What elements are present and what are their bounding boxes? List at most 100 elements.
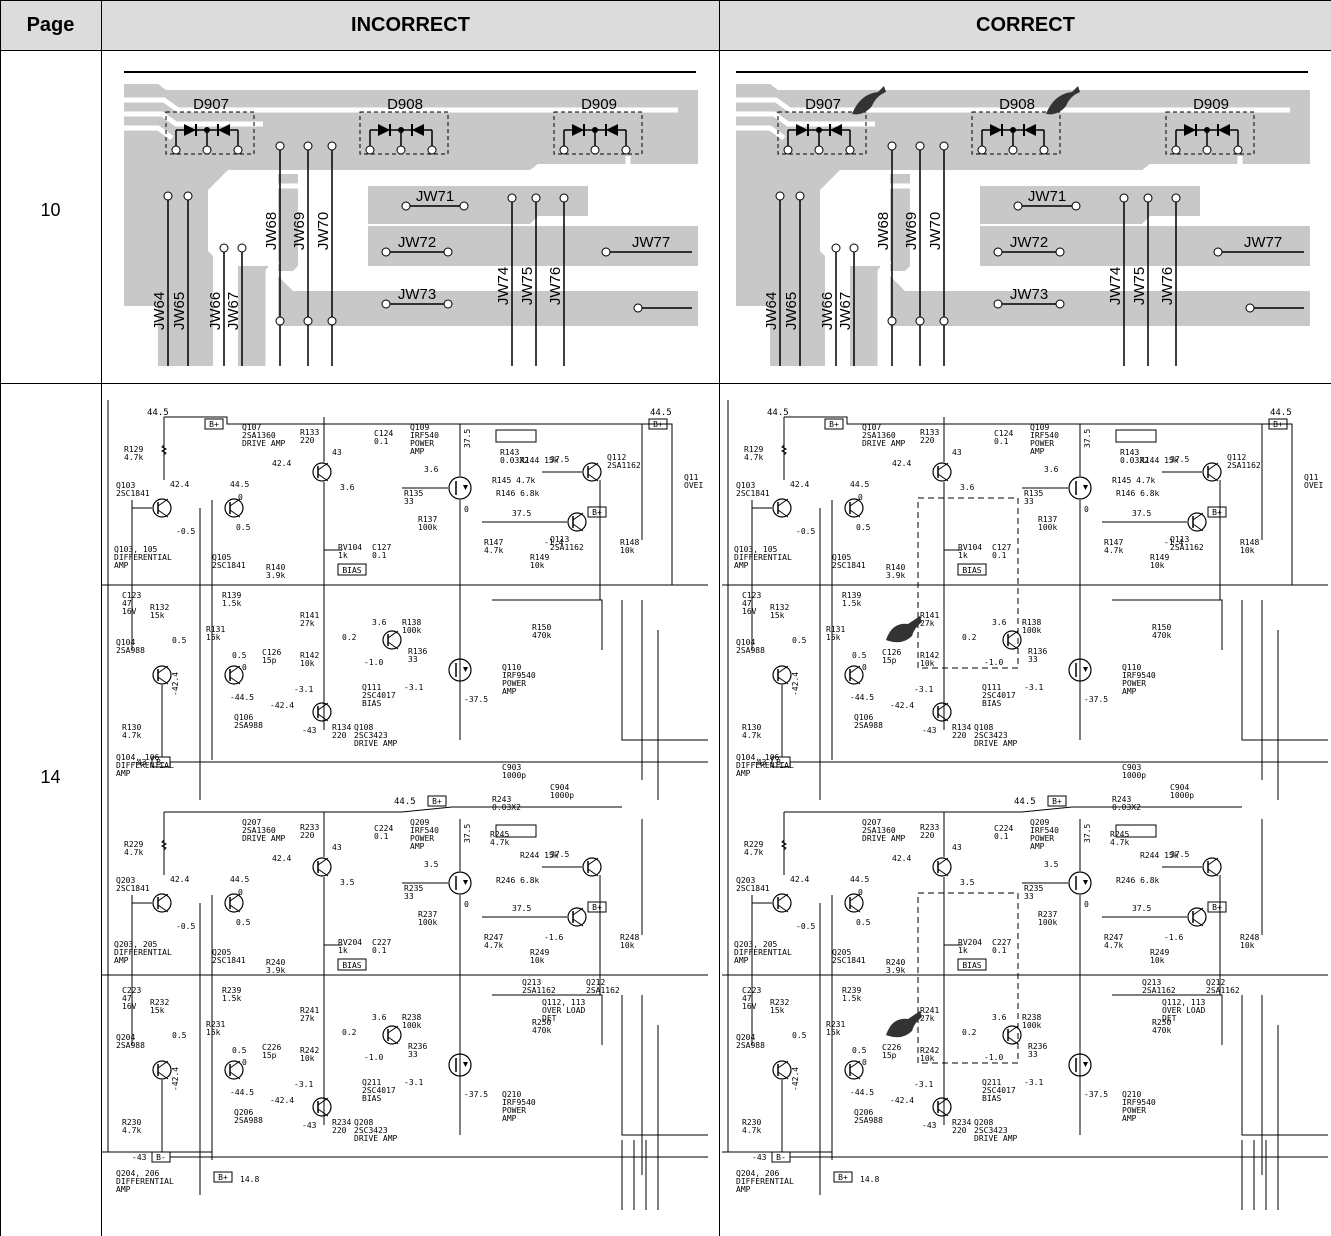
- pad: [1013, 201, 1023, 211]
- transistor-e: [229, 1071, 241, 1080]
- pad: [303, 141, 313, 151]
- transistor-e: [317, 868, 329, 877]
- transistor-e: [387, 1036, 399, 1045]
- page-number-row2: 14: [40, 767, 61, 787]
- pad: [845, 145, 855, 155]
- jumper-label-JW71: JW71: [1028, 188, 1066, 205]
- Q-diff-c: [152, 1060, 172, 1080]
- corrected-bias-block: [917, 497, 1019, 669]
- mosfet-diode: [463, 1062, 468, 1067]
- pad: [1233, 145, 1243, 155]
- transistor-c: [937, 1097, 949, 1106]
- bias-box: [337, 958, 367, 971]
- wire: [492, 599, 603, 650]
- R-label: R146 6.8k: [496, 489, 540, 498]
- voltage: 42.4: [170, 480, 189, 489]
- mosfet-body: [448, 476, 472, 500]
- header-correct: CORRECT: [720, 0, 1331, 50]
- b-plus-box: [1207, 506, 1227, 518]
- transistor-body: [567, 512, 587, 532]
- voltage: 42.4: [790, 875, 809, 884]
- b-plus-box: [427, 795, 447, 807]
- voltage: -3.1: [294, 1080, 313, 1089]
- trace-5: [877, 259, 892, 366]
- voltage: -3.1: [404, 1078, 423, 1087]
- copper-jw71: [980, 186, 1200, 224]
- Q-diff-d: [224, 665, 244, 685]
- b-plus-box-label: B+: [829, 420, 839, 429]
- Q-drive: [932, 857, 952, 877]
- voltage: 37.5: [1170, 850, 1189, 859]
- jumper-label-JW74: JW74: [495, 267, 512, 305]
- mosfet-body: [1068, 1053, 1092, 1077]
- jumper-label-JW73: JW73: [1010, 286, 1048, 303]
- shunt-box: [1115, 824, 1157, 838]
- transistor-body: [772, 665, 792, 685]
- voltage: -1.0: [364, 658, 383, 667]
- mosfet-diode: [463, 485, 468, 490]
- transistor-e: [317, 473, 329, 482]
- Q-ol-b: [1187, 907, 1207, 927]
- pad: [443, 247, 453, 257]
- diode-outline: [165, 111, 255, 155]
- transistor-c: [229, 893, 241, 902]
- jumper-label-JW71: JW71: [416, 188, 454, 205]
- b-plus-box-label: B+: [209, 420, 219, 429]
- transistor-c: [229, 498, 241, 507]
- voltage: 37.5: [463, 824, 472, 843]
- transistor-e: [572, 523, 584, 532]
- voltage: -42.4: [890, 701, 914, 710]
- Q-bias: [1002, 630, 1022, 650]
- diode-label: D907: [193, 96, 229, 113]
- voltage: -44.5: [230, 1088, 254, 1097]
- page-number-row1: 10: [40, 200, 61, 220]
- transistor-e: [157, 904, 169, 913]
- R-label: R144 15k: [1140, 456, 1179, 465]
- pad: [327, 316, 337, 326]
- corrected-bias-block: [917, 892, 1019, 1064]
- pad: [1213, 247, 1223, 257]
- pad: [381, 247, 391, 257]
- wire: [1241, 995, 1328, 1136]
- voltage: 42.4: [272, 459, 291, 468]
- transistor-body: [224, 498, 244, 518]
- transistor-e: [849, 676, 861, 685]
- voltage: 0.5: [792, 636, 807, 645]
- transistor-c: [572, 907, 584, 916]
- jumper-label-JW65: JW65: [783, 292, 800, 330]
- transistor-body: [932, 857, 952, 877]
- Q-diff-c: [772, 1060, 792, 1080]
